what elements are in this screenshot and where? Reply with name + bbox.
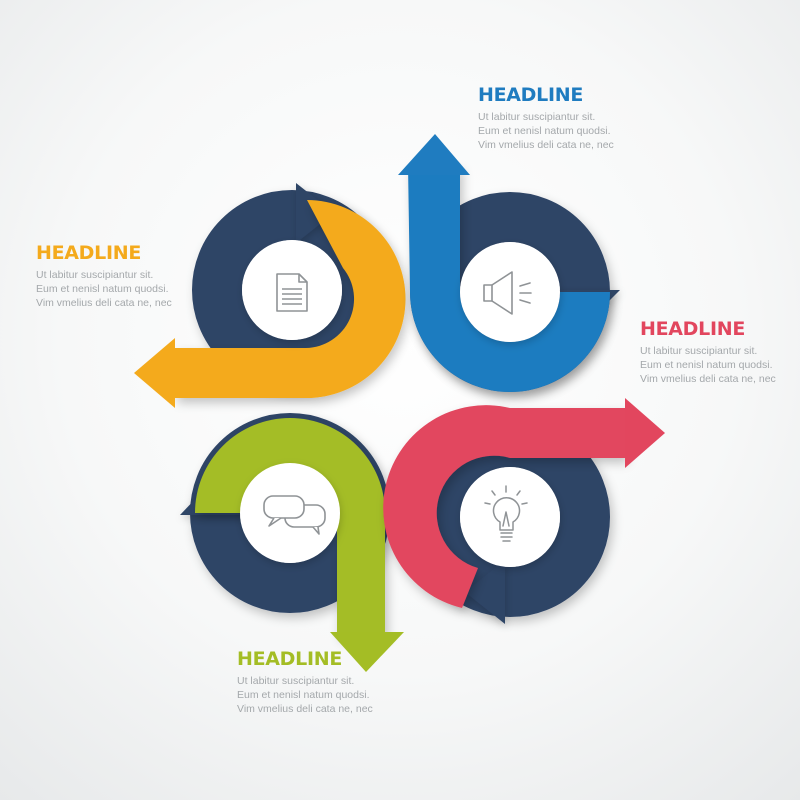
lightbulb-icon	[484, 485, 528, 542]
body-line-top-1: Ut labitur suscipiantur sit.	[478, 111, 596, 123]
body-line-bottom-1: Ut labitur suscipiantur sit.	[237, 675, 355, 687]
icon-circle-top-right	[460, 242, 560, 342]
body-line-right-3: Vim vmelius deli cata ne, nec	[640, 373, 776, 385]
orange-arrow-head	[134, 338, 175, 408]
body-line-left-3: Vim vmelius deli cata ne, nec	[36, 297, 172, 309]
text-block-left: HEADLINE Ut labitur suscipiantur sit. Eu…	[36, 242, 216, 310]
headline-bottom: HEADLINE	[237, 648, 343, 670]
chat-bubbles-icon	[263, 495, 326, 535]
headline-top: HEADLINE	[478, 84, 584, 106]
text-block-right: HEADLINE Ut labitur suscipiantur sit. Eu…	[640, 318, 800, 386]
body-line-bottom-2: Eum et nenisl natum quodsi.	[237, 689, 370, 701]
body-line-left-2: Eum et nenisl natum quodsi.	[36, 283, 169, 295]
body-line-left-1: Ut labitur suscipiantur sit.	[36, 269, 154, 281]
icon-circle-top-left	[242, 240, 342, 340]
unit-orange	[134, 183, 406, 408]
blue-arrow-band	[408, 165, 610, 392]
text-block-top: HEADLINE Ut labitur suscipiantur sit. Eu…	[478, 84, 658, 152]
unit-blue	[398, 134, 620, 392]
unit-red	[383, 398, 665, 624]
orange-arrow-band	[175, 200, 406, 399]
body-line-top-3: Vim vmelius deli cata ne, nec	[478, 139, 614, 151]
body-line-bottom-3: Vim vmelius deli cata ne, nec	[237, 703, 373, 715]
icon-circle-bottom-right	[460, 467, 560, 567]
speaker-icon	[483, 271, 532, 315]
blue-arrow-head	[398, 134, 470, 175]
text-block-bottom: HEADLINE Ut labitur suscipiantur sit. Eu…	[237, 648, 417, 716]
red-arrow-band	[383, 405, 625, 608]
body-line-right-2: Eum et nenisl natum quodsi.	[640, 359, 773, 371]
document-icon	[276, 273, 308, 312]
headline-right: HEADLINE	[640, 318, 746, 340]
navy-arrow-head-bottom-right	[465, 560, 505, 624]
green-arrow-band	[195, 418, 385, 636]
green-arrow-head	[330, 632, 404, 672]
body-line-top-2: Eum et nenisl natum quodsi.	[478, 125, 611, 137]
headline-left: HEADLINE	[36, 242, 142, 264]
red-arrow-head	[625, 398, 665, 468]
body-line-right-1: Ut labitur suscipiantur sit.	[640, 345, 758, 357]
unit-green	[180, 413, 404, 672]
